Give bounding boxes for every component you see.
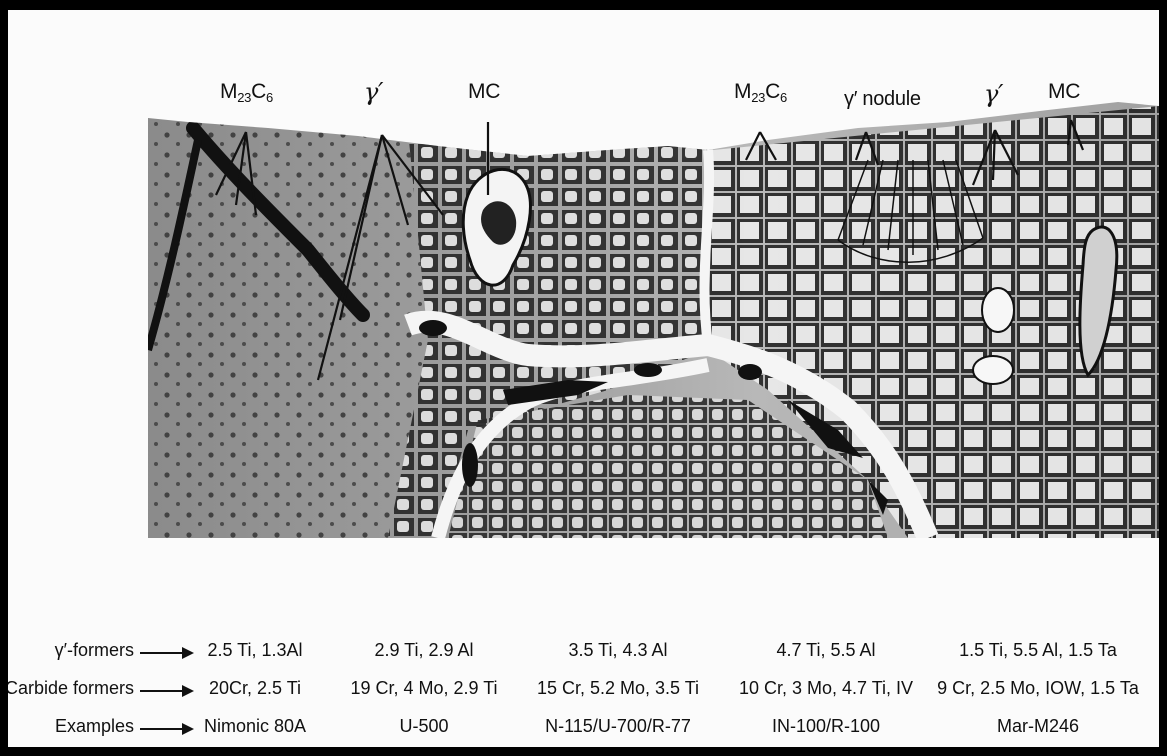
alloy-section bbox=[138, 90, 1159, 550]
cell-r1-c3: 3.5 Ti, 4.3 Al bbox=[568, 640, 667, 661]
cell-r3-c2: U-500 bbox=[399, 716, 448, 737]
cell-r2-c3: 15 Cr, 5.2 Mo, 3.5 Ti bbox=[537, 678, 699, 699]
row-label-carbide-formers: Carbide formers bbox=[8, 678, 134, 699]
cell-r1-c4: 4.7 Ti, 5.5 Al bbox=[776, 640, 875, 661]
label-mc-right: MC bbox=[1048, 80, 1080, 104]
cell-r2-c4: 10 Cr, 3 Mo, 4.7 Ti, IV bbox=[739, 678, 913, 699]
row-label-examples: Examples bbox=[55, 716, 134, 737]
cell-r3-c5: Mar-M246 bbox=[997, 716, 1079, 737]
arrow-row-1 bbox=[138, 646, 196, 660]
row-label-gamma-prime-formers: γ′-formers bbox=[55, 640, 134, 661]
label-m23c6-left: M23C6 bbox=[220, 80, 273, 105]
label-gamma-prime-left: γ′ bbox=[364, 78, 383, 106]
cell-r3-c3: N-115/U-700/R-77 bbox=[545, 716, 691, 737]
label-m23c6-right: M23C6 bbox=[734, 80, 787, 105]
label-gamma-prime-nodule: γ′ nodule bbox=[844, 88, 921, 111]
cell-r1-c5: 1.5 Ti, 5.5 Al, 1.5 Ta bbox=[959, 640, 1117, 661]
figure-frame: M23C6 γ′ MC M23C6 γ′ nodule γ′ MC γ′-for… bbox=[8, 10, 1159, 747]
arrow-row-3 bbox=[138, 722, 196, 736]
label-mc-left: MC bbox=[468, 80, 500, 104]
cell-r3-c4: IN-100/R-100 bbox=[772, 716, 880, 737]
cell-r2-c1: 20Cr, 2.5 Ti bbox=[209, 678, 301, 699]
cell-r2-c2: 19 Cr, 4 Mo, 2.9 Ti bbox=[350, 678, 497, 699]
label-gamma-prime-right: γ′ bbox=[984, 80, 1003, 108]
cell-r3-c1: Nimonic 80A bbox=[204, 716, 306, 737]
cell-r1-c2: 2.9 Ti, 2.9 Al bbox=[374, 640, 473, 661]
cell-r1-c1: 2.5 Ti, 1.3Al bbox=[207, 640, 302, 661]
cell-r2-c5: 9 Cr, 2.5 Mo, IOW, 1.5 Ta bbox=[937, 678, 1139, 699]
arrow-row-2 bbox=[138, 684, 196, 698]
